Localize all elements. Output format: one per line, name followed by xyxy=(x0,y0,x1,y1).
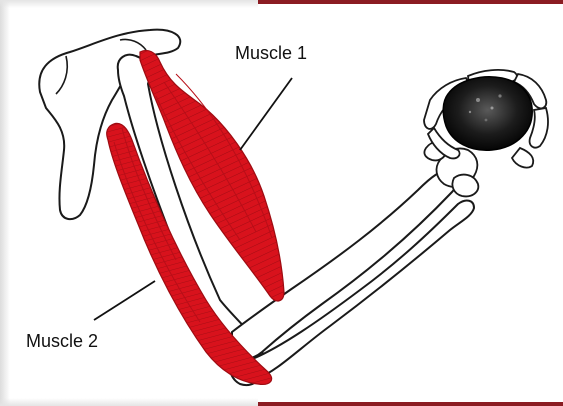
label-muscle-1: Muscle 1 xyxy=(235,43,307,64)
leader-line-muscle-2 xyxy=(94,281,155,320)
label-muscle-2: Muscle 2 xyxy=(26,331,98,352)
stone-icon xyxy=(443,77,532,150)
leader-line-muscle-1 xyxy=(240,78,292,150)
